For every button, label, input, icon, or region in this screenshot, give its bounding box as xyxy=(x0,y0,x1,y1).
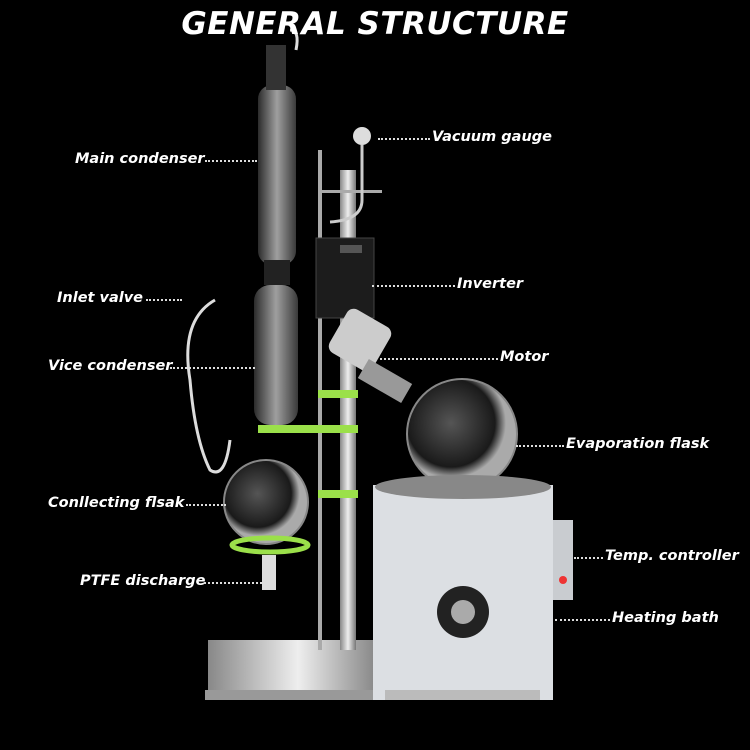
leader-line xyxy=(555,619,610,621)
label-temp-controller: Temp. controller xyxy=(605,548,739,564)
label-motor: Motor xyxy=(500,349,549,365)
main-condenser xyxy=(258,85,296,265)
collecting-flask xyxy=(223,459,309,545)
label-vice-condenser: Vice condenser xyxy=(48,358,173,374)
evaporation-flask xyxy=(406,378,518,490)
label-ptfe-discharge: PTFE discharge xyxy=(80,573,206,589)
label-heating-bath: Heating bath xyxy=(612,610,719,626)
leader-line xyxy=(380,358,498,360)
label-main-condenser: Main condenser xyxy=(75,151,205,167)
label-vacuum-gauge: Vacuum gauge xyxy=(432,129,552,145)
leader-line xyxy=(146,299,182,301)
leader-line xyxy=(372,285,455,287)
vice-condenser xyxy=(254,285,298,425)
label-collecting-flask: Conllecting flsak xyxy=(48,495,185,511)
leader-line xyxy=(186,504,226,506)
leader-line xyxy=(170,367,255,369)
label-inlet-valve: Inlet valve xyxy=(57,290,143,306)
leader-line xyxy=(204,582,262,584)
motor xyxy=(328,308,392,372)
leader-line xyxy=(574,557,603,559)
base-plate xyxy=(208,640,388,695)
leader-line xyxy=(205,160,257,162)
leader-line xyxy=(516,445,564,447)
label-evaporation-flask: Evaporation flask xyxy=(566,436,710,452)
leader-line xyxy=(378,138,430,140)
vacuum-gauge xyxy=(353,127,371,145)
inverter-box xyxy=(315,237,375,319)
label-inverter: Inverter xyxy=(457,276,524,292)
page-title: GENERAL STRUCTURE xyxy=(181,6,569,42)
